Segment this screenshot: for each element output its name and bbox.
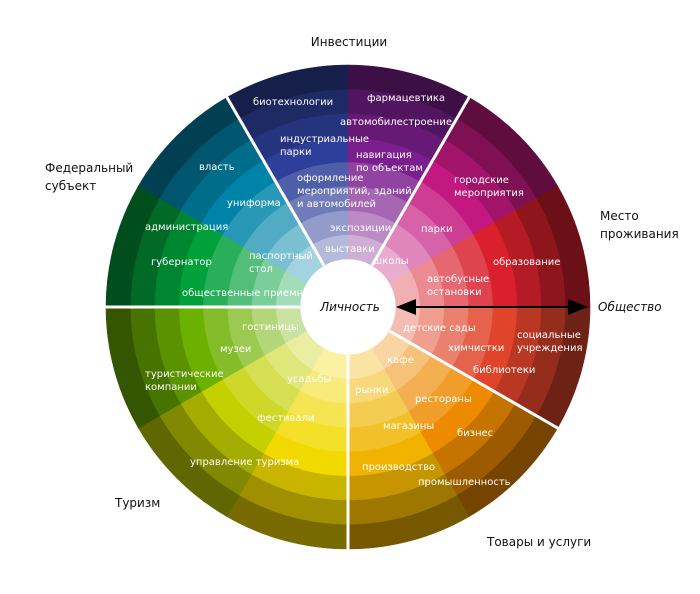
- wheel-label: химчистки: [448, 343, 504, 354]
- wheel-label: и автомобилей: [297, 199, 376, 210]
- section-title-residence: Место: [600, 209, 639, 223]
- section-divider: [370, 94, 472, 267]
- wheel-label: детские сады: [403, 323, 476, 334]
- wheel-label: компании: [145, 382, 197, 393]
- wheel-label: гостиницы: [242, 322, 299, 333]
- wheel-label: биотехнологии: [253, 97, 333, 108]
- section-title-goods: Товары и услуги: [486, 535, 591, 549]
- wheel-label: автобусные: [427, 274, 489, 285]
- wheel-label: производство: [362, 462, 435, 473]
- wheel-label: усадьбы: [287, 374, 331, 385]
- wheel-label: мероприятия: [454, 188, 524, 199]
- wheel-label: школы: [373, 256, 409, 267]
- section-title-residence: проживания: [600, 227, 679, 241]
- wheel-label: по объектам: [356, 163, 423, 174]
- wheel-label: образование: [493, 257, 560, 268]
- wheel-label: паспортный: [249, 251, 313, 262]
- wheel-label: рынки: [355, 385, 388, 396]
- wheel-label: управление туризма: [190, 457, 299, 468]
- wheel-label: власть: [199, 162, 235, 173]
- section-title-federal: Федеральный: [45, 161, 133, 175]
- wheel-label: музеи: [220, 344, 251, 355]
- wheel-label: экспозиции: [330, 223, 391, 234]
- section-divider: [224, 94, 326, 267]
- wheel-label: стол: [249, 264, 273, 275]
- wheel-label: социальные: [517, 330, 581, 341]
- section-title-tourism: Туризм: [114, 496, 160, 510]
- center-label: Личность: [319, 300, 380, 314]
- wheel-label: туристические: [145, 369, 224, 380]
- wheel-label: навигация: [356, 150, 412, 161]
- wheel-label: кафе: [387, 355, 414, 366]
- wheel-label: администрация: [145, 222, 228, 233]
- wheel-label: губернатор: [151, 257, 212, 268]
- wheel-label: библиотеки: [473, 365, 535, 376]
- wheel-label: мероприятий, зданий: [297, 186, 412, 197]
- section-dividers: [104, 94, 561, 551]
- wheel-label: индустриальные: [280, 134, 369, 145]
- wheel-labels: биотехнологии фармацевтика автомобилестрое…: [145, 93, 582, 488]
- wheel-segments: [105, 64, 591, 550]
- wheel-label: оформление: [297, 173, 363, 184]
- section-title-investments: Инвестиции: [311, 35, 387, 49]
- wheel-label: выставки: [325, 244, 375, 255]
- outer-label: Общество: [598, 300, 662, 314]
- wheel-label: остановки: [427, 287, 482, 298]
- wheel-label: городские: [454, 175, 509, 186]
- wheel-label: автомобилестроение: [340, 117, 452, 128]
- wheel-label: парки: [421, 224, 453, 235]
- wheel-label: фармацевтика: [367, 93, 445, 104]
- wheel-label: промышленность: [418, 477, 511, 488]
- wheel-label: общественные приемные: [182, 288, 317, 299]
- wheel-label: парки: [280, 147, 312, 158]
- wheel-label: фестивали: [257, 413, 314, 424]
- section-divider: [388, 329, 561, 431]
- wheel-label: магазины: [383, 421, 434, 432]
- wheel-label: учреждения: [517, 343, 582, 354]
- center-circle: [301, 260, 395, 354]
- wheel-label: униформа: [227, 198, 281, 209]
- section-title-federal: субъект: [45, 179, 96, 193]
- wheel-segment: [536, 185, 591, 308]
- wheel-label: бизнес: [457, 428, 493, 439]
- wheel-label: рестораны: [415, 394, 472, 405]
